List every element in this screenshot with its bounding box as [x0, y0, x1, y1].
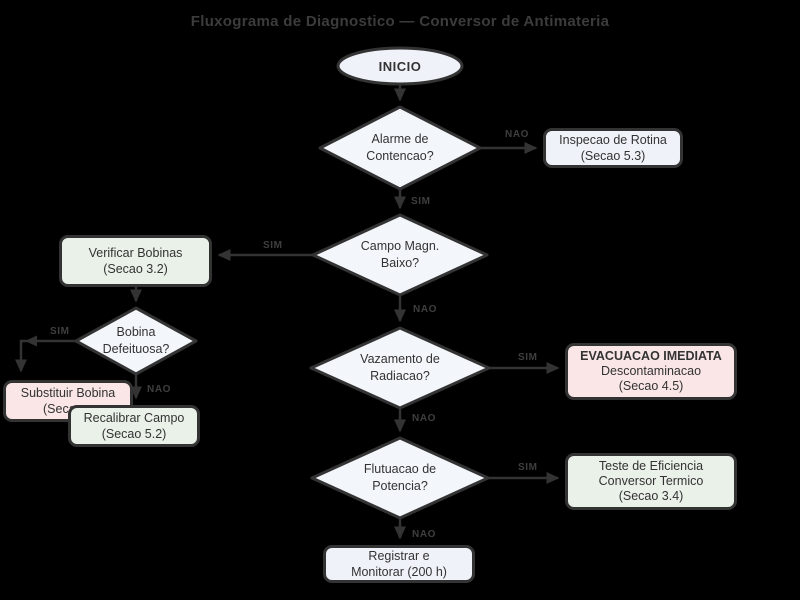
- node-line: (Secao 5.2): [101, 427, 167, 441]
- edge-label-sim-flutuacao: SIM: [518, 462, 538, 473]
- edge-label-nao-vazamento: NAO: [412, 413, 437, 424]
- node-line: Teste de Eficiencia: [598, 459, 704, 473]
- node-verificar-bobinas: Verificar Bobinas (Secao 3.2): [59, 235, 212, 287]
- edge-label-nao-flutuacao: NAO: [412, 529, 437, 540]
- node-line: Inspecao de Rotina: [559, 133, 667, 147]
- edge-label-nao-bobina: NAO: [147, 384, 172, 395]
- edge-label-sim-alarme: SIM: [411, 196, 431, 207]
- node-line: Radiacao?: [370, 369, 430, 383]
- node-line: Flutuacao de: [363, 462, 437, 476]
- node-line: Bobina: [116, 325, 156, 339]
- node-line: (Seca: [43, 402, 76, 416]
- node-flutuacao-potencia: Flutuacao de Potencia?: [364, 461, 436, 495]
- page-title: Fluxograma de Diagnostico — Conversor de…: [190, 13, 610, 30]
- edge-bobina-substituir: [15, 339, 76, 373]
- node-line: Baixo?: [380, 256, 420, 270]
- node-line: (Secao 3.4): [618, 489, 684, 503]
- node-line: Registrar e: [368, 549, 430, 563]
- edge-label-nao-campo: NAO: [413, 304, 438, 315]
- node-line: (Secao 3.2): [103, 262, 168, 276]
- edge-label-nao-alarme: NAO: [505, 129, 530, 140]
- node-line: (Secao 4.5): [618, 379, 684, 393]
- node-line: Recalibrar Campo: [83, 411, 185, 425]
- node-campo-magn-baixo: Campo Magn. Baixo?: [361, 238, 440, 272]
- node-line: EVACUACAO IMEDIATA: [580, 349, 722, 363]
- node-line: Alarme de: [371, 132, 429, 146]
- node-line: Potencia?: [372, 479, 428, 493]
- edge-bobina-substituir-arrowhead: [25, 335, 37, 347]
- node-bobina-defeituosa: Bobina Defeituosa?: [103, 324, 170, 358]
- edge-label-sim-vazamento: SIM: [518, 352, 538, 363]
- node-line: Descontaminacao: [600, 364, 702, 378]
- node-line: Campo Magn.: [360, 239, 440, 253]
- node-evacuacao-imediata: EVACUACAO IMEDIATA Descontaminacao (Seca…: [565, 343, 737, 400]
- edge-label-sim-campo: SIM: [263, 240, 283, 251]
- node-vazamento-radiacao: Vazamento de Radiacao?: [360, 351, 440, 385]
- node-line: (Secao 5.3): [580, 149, 646, 163]
- node-inicio: INICIO: [338, 48, 462, 84]
- node-line: Conversor Termico: [598, 474, 704, 488]
- node-registrar-monitorar: Registrar e Monitorar (200 h): [323, 545, 475, 583]
- node-inspecao-rotina: Inspecao de Rotina (Secao 5.3): [543, 128, 683, 168]
- node-inicio-label: INICIO: [378, 58, 422, 74]
- node-line: Defeituosa?: [102, 342, 170, 356]
- node-recalibrar-campo: Recalibrar Campo (Secao 5.2): [68, 405, 200, 447]
- edge-label-sim-bobina: SIM: [50, 326, 70, 337]
- node-line: Substituir Bobina: [20, 386, 116, 400]
- node-line: Verificar Bobinas: [88, 246, 183, 260]
- node-line: Vazamento de: [360, 352, 440, 366]
- node-line: Monitorar (200 h): [351, 565, 447, 579]
- node-line: Contencao?: [366, 149, 434, 163]
- node-alarme-contencao: Alarme de Contencao?: [366, 131, 433, 165]
- node-teste-eficiencia: Teste de Eficiencia Conversor Termico (S…: [565, 453, 737, 510]
